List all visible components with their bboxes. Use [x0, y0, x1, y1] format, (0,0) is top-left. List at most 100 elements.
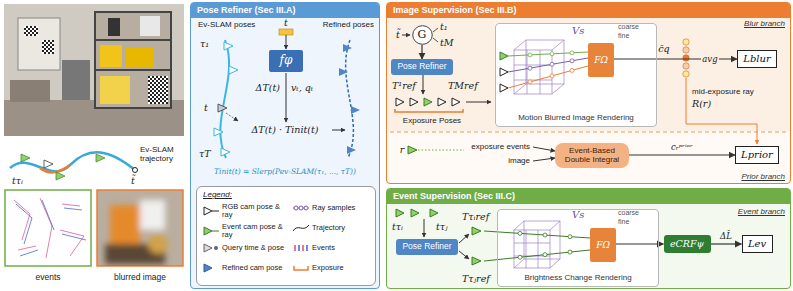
event-supervision-illustration [386, 188, 791, 289]
math-label: tM [440, 38, 454, 48]
legend-icon [293, 263, 309, 273]
image-supervision-illustration [396, 98, 404, 106]
scene-photo [108, 18, 120, 36]
legend-entry: Query time & pose [203, 243, 289, 253]
loss-label: Lblur [743, 53, 770, 65]
scene-photo [95, 39, 171, 41]
image-supervision-illustration [683, 63, 689, 69]
image-supervision-illustration [540, 50, 541, 94]
legend-icon [203, 226, 219, 236]
event-supervision-illustration [518, 231, 572, 259]
scene-photo [4, 4, 184, 136]
image-supervision-illustration [466, 102, 491, 103]
scene-photo [140, 16, 160, 36]
event-supervision-illustration [497, 209, 658, 286]
legend-entry: Events [293, 243, 373, 253]
pose-refiner-illustration [286, 73, 287, 122]
network-block: eCRFψ [664, 235, 711, 253]
image-supervision-illustration [386, 2, 791, 184]
blurred-image-thumbnail [148, 234, 168, 254]
math-label: tτᵢ [392, 222, 403, 232]
text-label: image [508, 157, 530, 166]
pose-refiner-illustration [346, 40, 354, 158]
image-supervision-illustration [570, 51, 574, 55]
math-label: Tτⱼref [462, 274, 490, 284]
pose-refiner-illustration [226, 113, 238, 121]
pose-refiner-illustration [221, 148, 230, 156]
image-supervision-illustration [500, 52, 508, 60]
trajectory-sketch [21, 154, 30, 162]
block-label: FΩ [594, 55, 608, 65]
region-label: Brightness Change Rendering [498, 274, 658, 283]
event-supervision-illustration [411, 209, 419, 217]
trajectory-sketch [10, 152, 138, 180]
math-label: ΔT(t) [256, 83, 280, 93]
event-supervision-illustration [514, 221, 560, 268]
event-frame-thumbnail [5, 190, 91, 266]
legend-box: Legend:RGB cam pose & rayEvent cam pose … [196, 186, 376, 286]
image-supervision-illustration [390, 132, 788, 133]
image-supervision-illustration [683, 47, 689, 53]
math-label: τT [199, 149, 211, 159]
level-label: fine [618, 32, 629, 40]
event-supervision-illustration [543, 233, 547, 237]
scene-photo [24, 26, 38, 36]
event-supervision-illustration [568, 235, 572, 239]
sampler-circle: G [412, 25, 433, 45]
circle-outline [412, 26, 432, 45]
trajectory-sketch [96, 154, 105, 162]
connector-arrow [629, 154, 735, 155]
image-supervision-illustration [452, 98, 460, 106]
math-label: t [284, 18, 288, 28]
pose-refiner-illustration [332, 130, 345, 131]
level-label: fine [618, 218, 629, 226]
event-supervision-illustration [514, 259, 524, 268]
image-supervision-illustration [552, 40, 564, 50]
math-label: tτᵢ [12, 176, 23, 186]
pose-refiner-illustration [279, 29, 293, 35]
block-label: eCRFψ [670, 239, 704, 250]
legend-text: Trajectory [312, 224, 345, 232]
event-supervision-illustration [430, 209, 438, 217]
scene-photo [42, 40, 54, 54]
image-supervision-illustration [514, 40, 526, 50]
image-supervision-illustration [683, 71, 689, 77]
event-supervision-illustration [484, 231, 590, 238]
math-label: tτⱼ [436, 222, 448, 232]
branch-label: Event branch [738, 208, 785, 217]
image-caption: events [35, 272, 60, 282]
math-label: TMref [448, 81, 478, 91]
trajectory-label: Ev-SLAM trajectory [140, 146, 184, 164]
text-label: exposure events [471, 143, 530, 152]
block-label: fφ [280, 54, 293, 68]
loss-label: Lprior [741, 149, 773, 161]
legend-entry: Exposure [293, 263, 373, 273]
pose-refiner-illustration [351, 106, 360, 114]
legend-icon [293, 203, 309, 213]
event-supervision-illustration [484, 250, 590, 261]
image-supervision-illustration [508, 58, 588, 72]
image-supervision-illustration [683, 39, 689, 77]
edge-label: ΔL̂ [719, 231, 733, 241]
event-frame-thumbnail [5, 190, 91, 266]
scene-photo [18, 18, 60, 70]
process-box: Event-Based Double Integral [555, 143, 629, 168]
pose-refiner-illustration [214, 128, 223, 136]
image-supervision-illustration [514, 50, 552, 94]
legend-text: Query time & pose [222, 244, 284, 252]
scene-photo [62, 60, 90, 100]
math-label: ΔT(t) · Tinit(t) [251, 125, 318, 135]
mlp-block: fφ [269, 50, 303, 72]
image-supervision-illustration [550, 74, 554, 78]
pose-refiner-illustration [190, 2, 380, 289]
image-supervision-illustration [500, 68, 508, 76]
image-supervision-illustration [550, 62, 554, 66]
event-frame-thumbnail [16, 200, 86, 256]
scene-photo [10, 80, 50, 102]
event-supervision-illustration [518, 231, 522, 235]
image-supervision-illustration [424, 98, 432, 106]
event-supervision-illustration [538, 230, 539, 268]
region-label: Motion Blurred Image Rendering [496, 114, 656, 123]
scene-photo [126, 48, 154, 67]
legend-text: Event cam pose & ray [222, 223, 289, 240]
